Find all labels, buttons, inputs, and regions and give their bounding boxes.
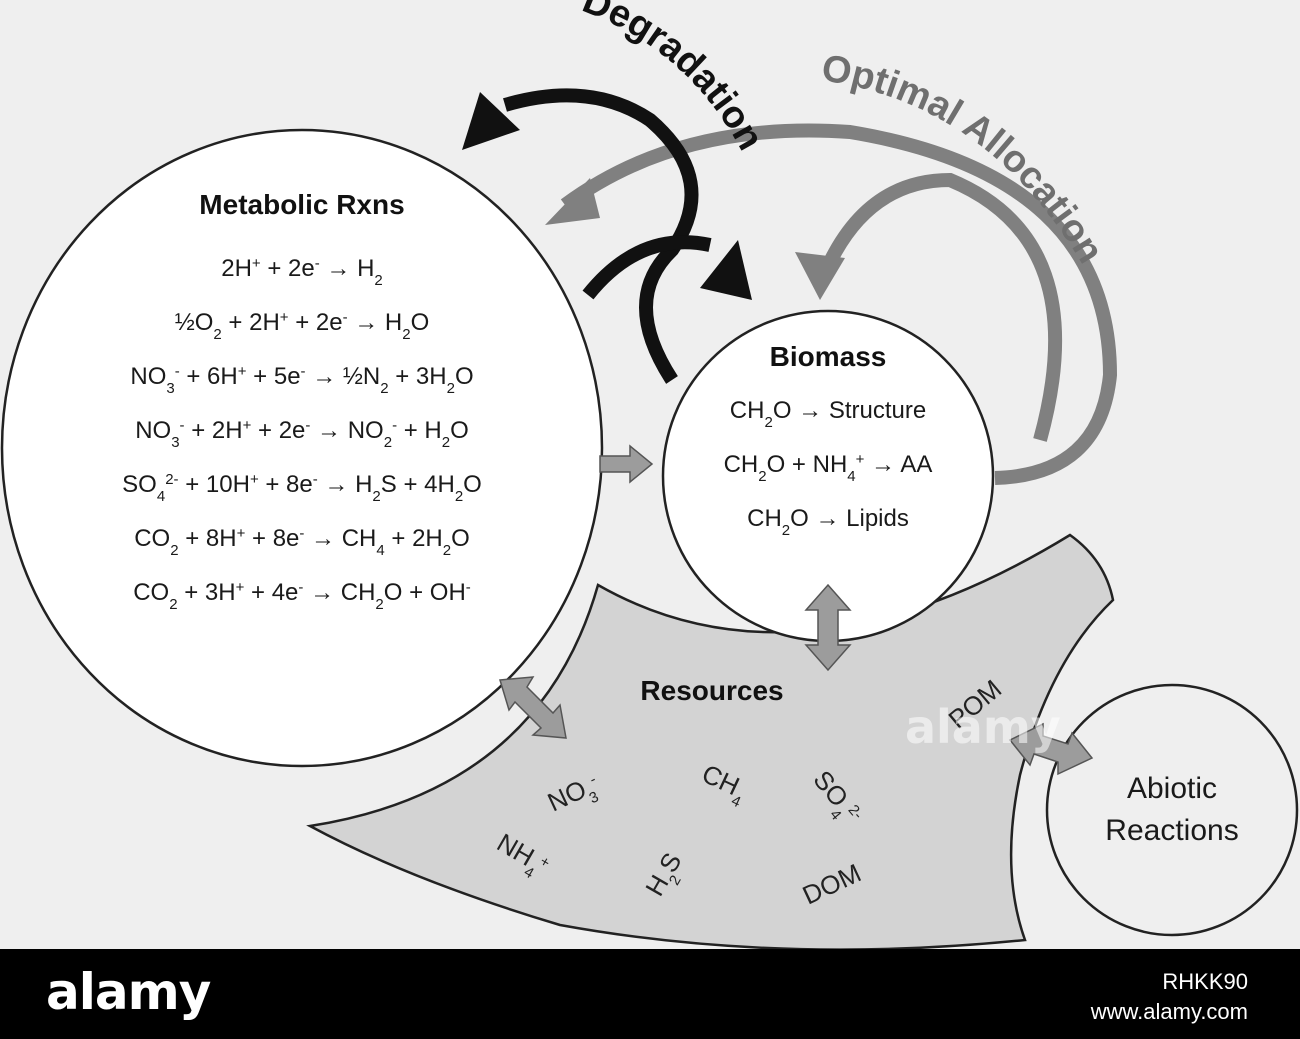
allocation-arrowhead-right bbox=[795, 252, 845, 300]
exchange-arrows bbox=[499, 444, 1094, 776]
site-url: www.alamy.com bbox=[1090, 999, 1248, 1024]
watermark: alamy bbox=[905, 700, 1061, 754]
resources-title: Resources bbox=[640, 675, 783, 706]
biomass-reactions: CH2O → Structure CH2O + NH4+ → AA CH2O →… bbox=[724, 397, 933, 539]
alamy-logo: alamy bbox=[46, 963, 211, 1021]
biomass-resources-arrow bbox=[804, 583, 852, 672]
footer-info: RHKK90 www.alamy.com bbox=[1091, 967, 1248, 1027]
metabolic-title: Metabolic Rxns bbox=[199, 189, 404, 220]
abiotic-label-line1: Abiotic bbox=[1127, 772, 1217, 805]
allocation-outer-arc bbox=[560, 123, 1118, 485]
degradation-side-arc bbox=[582, 235, 712, 300]
allocation-arrowhead-left bbox=[545, 178, 600, 225]
degradation-arrowhead-bottom bbox=[700, 240, 752, 300]
resources-region bbox=[306, 533, 1115, 949]
degradation-arrowhead-top bbox=[462, 92, 520, 150]
abiotic-label-line2: Reactions bbox=[1105, 814, 1238, 847]
resources-abiotic-arrow bbox=[1008, 722, 1094, 776]
allocation-inner-arc bbox=[813, 172, 1063, 442]
metabolic-to-biomass-arrow bbox=[599, 444, 654, 484]
metabolic-reactions-node bbox=[0, 128, 604, 768]
image-id: RHKK90 bbox=[1162, 969, 1248, 994]
optimal-allocation-arrows bbox=[560, 123, 1118, 485]
biomass-title: Biomass bbox=[770, 341, 887, 372]
metabolic-resources-arrow bbox=[499, 676, 567, 739]
degradation-main-arc bbox=[503, 88, 699, 384]
degradation-label: Degradation bbox=[577, 0, 772, 157]
footer-bar: alamy RHKK90 www.alamy.com bbox=[0, 949, 1300, 1039]
metabolic-model-diagram: Degradation Optimal Allocation Metabolic… bbox=[0, 0, 1299, 949]
degradation-arrows bbox=[503, 88, 712, 384]
abiotic-reactions-node bbox=[1045, 683, 1299, 937]
